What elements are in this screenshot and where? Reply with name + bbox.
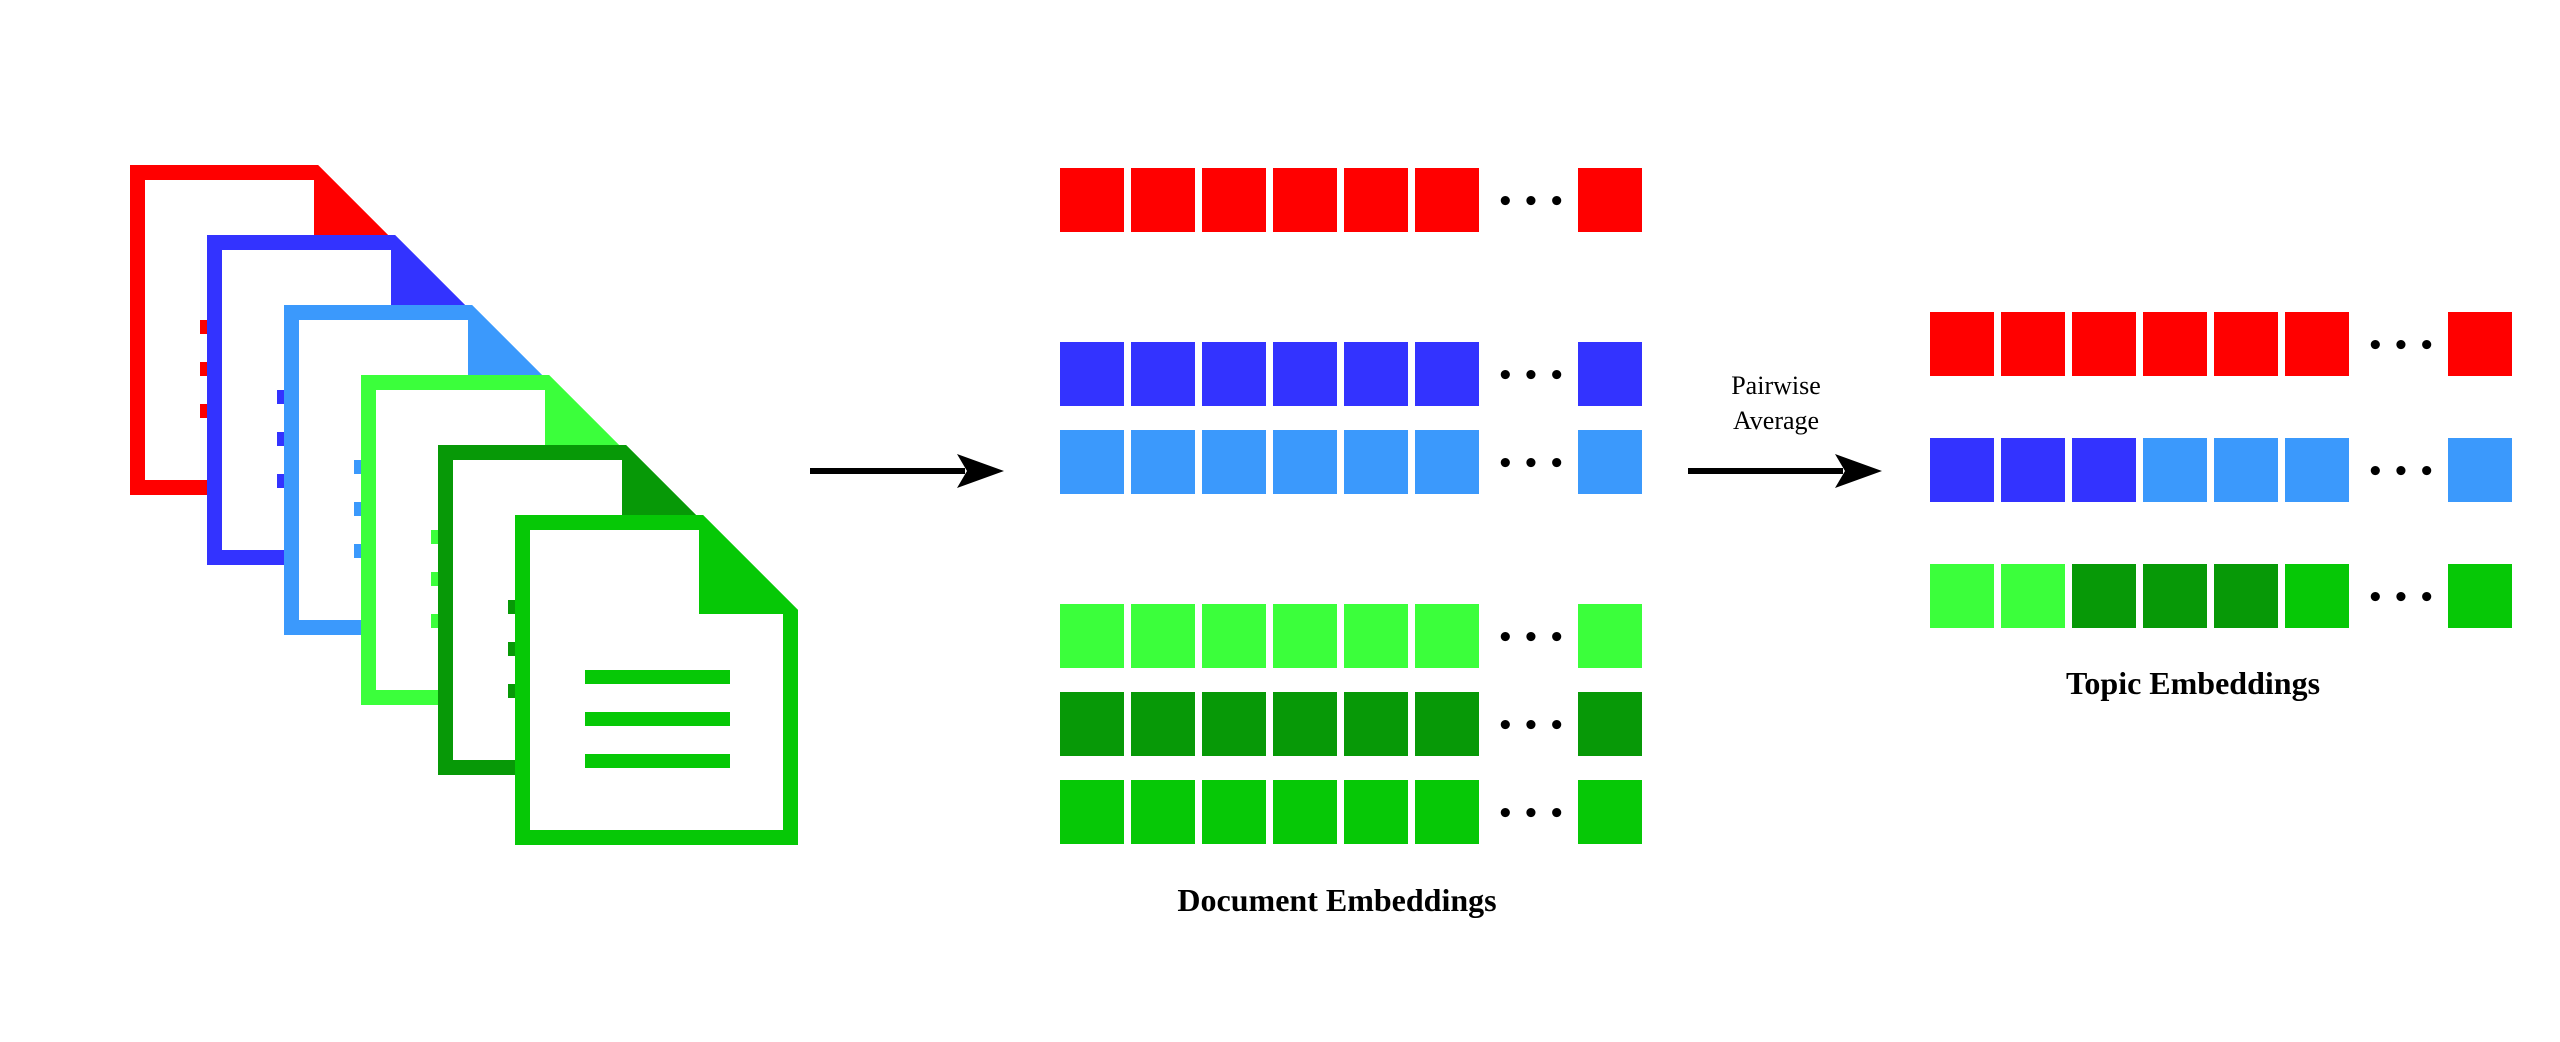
embedding-cell [2285,564,2349,628]
embedding-cell [1202,692,1266,756]
embedding-cell [1202,430,1266,494]
embedding-cell [1415,780,1479,844]
embedding-cell [2072,438,2136,502]
embedding-cell [1415,430,1479,494]
embedding-cell [1415,692,1479,756]
document-embeddings-label: Document Embeddings [1177,882,1496,918]
embedding-cell [1060,430,1124,494]
embedding-cell-last [2448,564,2512,628]
embedding-cell [1415,342,1479,406]
embedding-cell [1131,342,1195,406]
embedding-cell [1273,430,1337,494]
embedding-cell [1060,342,1124,406]
embedding-cell [1131,604,1195,668]
topic-embedding-green-mix: • • • [1930,564,2512,628]
document-text-line [585,670,730,684]
embedding-cell [1344,692,1408,756]
embedding-cell [1415,604,1479,668]
embedding-ellipsis: • • • [1497,187,1565,217]
embedding-cell [1131,780,1195,844]
doc-embedding-red: • • • [1060,168,1642,232]
embedding-cell-last [2448,438,2512,502]
embedding-cell-last [2448,312,2512,376]
embedding-cell [1060,604,1124,668]
embedding-cell [2285,438,2349,502]
doc-embedding-light-green: • • • [1060,604,1642,668]
embedding-cell [1344,604,1408,668]
embedding-cell [1060,780,1124,844]
embedding-cell-last [1578,342,1642,406]
doc-embedding-dark-green: • • • [1060,692,1642,756]
embedding-ellipsis: • • • [1497,449,1565,479]
document-green [515,515,798,845]
embedding-cell [2143,312,2207,376]
embedding-ellipsis: • • • [1497,799,1565,829]
embedding-cell [2001,564,2065,628]
operation-label-line1: Pairwise [1731,371,1821,400]
document-text-line [585,712,730,726]
topic-embeddings-label: Topic Embeddings [2066,665,2320,701]
embedding-ellipsis: • • • [1497,711,1565,741]
document-text-line [585,754,730,768]
embedding-cell [2072,312,2136,376]
embedding-cell [1202,604,1266,668]
embedding-cell [2001,312,2065,376]
operation-label-line2: Average [1733,406,1819,435]
embedding-cell [2285,312,2349,376]
embedding-cell [1202,168,1266,232]
embedding-cell [1344,430,1408,494]
document-fold [703,515,798,610]
arrow-to-topics [1688,454,1882,488]
embedding-cell [1273,692,1337,756]
doc-embedding-light-blue: • • • [1060,430,1642,494]
embedding-cell [1273,780,1337,844]
embedding-cell [1202,342,1266,406]
embedding-cell [1930,312,1994,376]
embedding-ellipsis: • • • [1497,361,1565,391]
embedding-cell [1131,168,1195,232]
embedding-cell [2214,564,2278,628]
embedding-ellipsis: • • • [2367,331,2435,361]
embedding-cell [1273,342,1337,406]
embedding-cell-last [1578,692,1642,756]
embedding-cell-last [1578,430,1642,494]
doc-embedding-green: • • • [1060,780,1642,844]
topic-embedding-blue-mix: • • • [1930,438,2512,502]
embedding-cell [2214,312,2278,376]
embedding-cell [1344,342,1408,406]
embedding-cell [2072,564,2136,628]
embedding-cell [1060,692,1124,756]
embedding-cell [2143,438,2207,502]
embedding-cell [1930,564,1994,628]
topic-embeddings: • • • • • • • • • [1930,312,2512,628]
document-embeddings: • • • • • • • • • • • • • • • • • • [1060,168,1642,844]
embedding-cell-last [1578,604,1642,668]
embedding-cell-last [1578,168,1642,232]
embedding-ellipsis: • • • [1497,623,1565,653]
embedding-cell [1344,168,1408,232]
embedding-cell [1131,692,1195,756]
embedding-cell [1930,438,1994,502]
doc-embedding-blue: • • • [1060,342,1642,406]
embedding-ellipsis: • • • [2367,583,2435,613]
embedding-cell [1273,604,1337,668]
embedding-cell-last [1578,780,1642,844]
embedding-cell [2001,438,2065,502]
embedding-ellipsis: • • • [2367,457,2435,487]
embedding-cell [2143,564,2207,628]
embedding-cell [1131,430,1195,494]
topic-embedding-red: • • • [1930,312,2512,376]
embedding-cell [1415,168,1479,232]
embedding-cell [2214,438,2278,502]
embedding-cell [1344,780,1408,844]
embedding-cell [1202,780,1266,844]
arrow-to-embeddings [810,454,1004,488]
embedding-cell [1060,168,1124,232]
document-stack [130,165,798,845]
embedding-cell [1273,168,1337,232]
